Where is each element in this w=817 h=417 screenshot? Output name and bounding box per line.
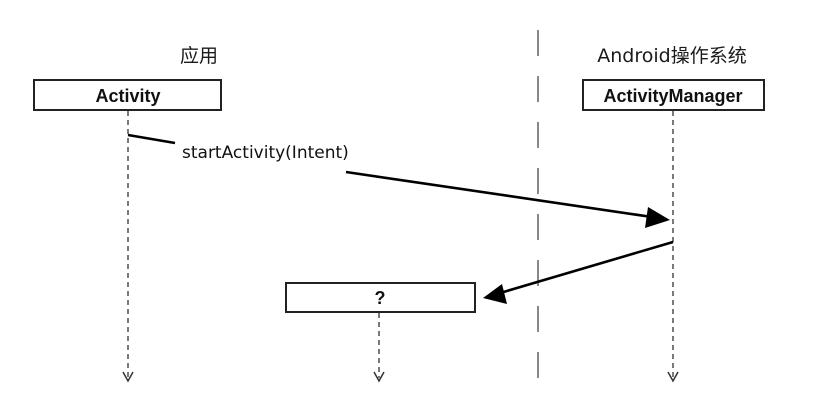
unknown-box — [285, 282, 476, 313]
activity-participant: Activity — [33, 79, 222, 111]
start-activity-message-label: startActivity(Intent) — [182, 143, 349, 163]
activity-manager-box — [582, 79, 765, 111]
activity-lifeline-arrowhead — [122, 371, 134, 383]
start-activity-arrow — [345, 170, 653, 219]
activity-box — [33, 79, 222, 111]
unknown-label: ? — [375, 288, 386, 308]
unknown-lifeline-arrowhead — [373, 371, 385, 383]
activity-label: Activity — [95, 86, 160, 106]
activity-manager-label: ActivityManager — [603, 86, 742, 106]
unknown-participant: ? — [285, 282, 476, 313]
start-activity-arrow-lead — [127, 133, 176, 145]
activity-manager-participant: ActivityManager — [582, 79, 765, 111]
return-arrowhead — [483, 284, 507, 304]
start-activity-arrowhead — [645, 207, 670, 228]
return-arrow — [499, 240, 674, 295]
app-lane-label: 应用 — [180, 45, 218, 67]
os-lane-label: Android操作系统 — [597, 45, 746, 67]
activity-manager-lifeline-arrowhead — [667, 371, 679, 383]
